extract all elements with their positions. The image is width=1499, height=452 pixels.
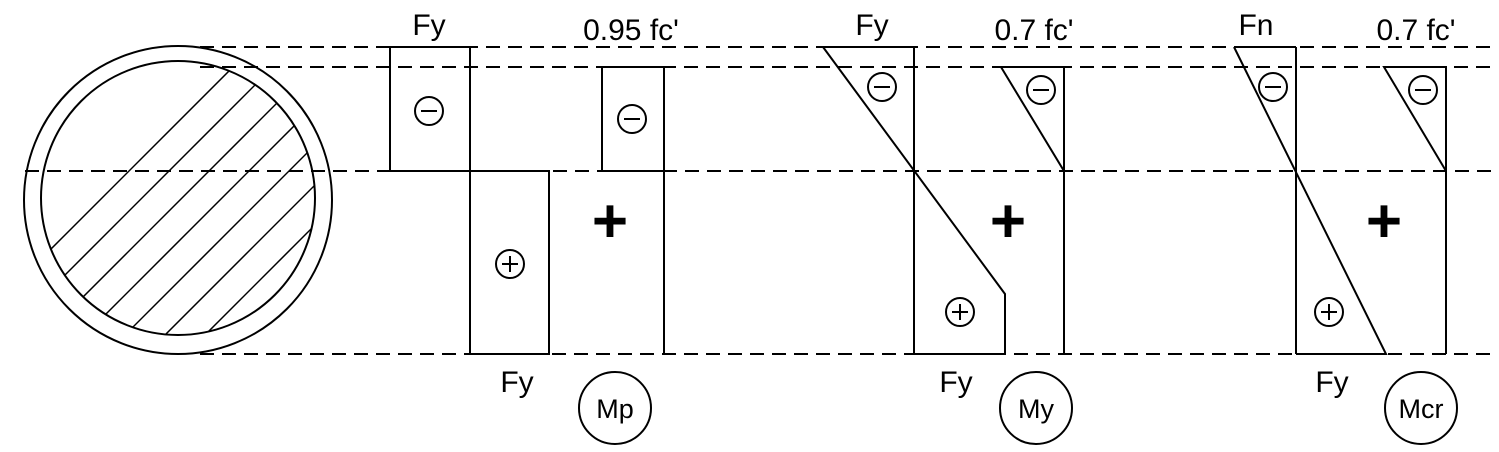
steel-compression-block [389,46,471,172]
cross-section [23,45,333,355]
concrete-stress-triangle [999,66,1065,175]
steel-tension-sign [495,249,525,279]
steel-bottom-label: Fy [939,366,972,399]
concrete-top-label: 0.7 fc' [994,14,1073,47]
steel-stress-profile [1233,46,1388,355]
moment-label-circle [578,371,652,445]
steel-top-label: Fn [1238,9,1273,42]
concrete-top-label: 0.7 fc' [1376,14,1455,47]
steel-compression-sign [1258,72,1288,102]
section-cracking: Fn 0.7 fc' Fy + Mcr [1233,9,1458,445]
concrete-core-hatching [41,61,315,335]
moment-label: Mp [596,394,634,424]
steel-bottom-label: Fy [1315,366,1348,399]
steel-stress-profile [822,46,1006,355]
steel-top-label: Fy [412,9,445,42]
steel-compression-sign [414,96,444,126]
steel-tube-outer [23,45,333,355]
concrete-compression-sign [1408,75,1438,105]
concrete-tension-plus: + [1366,187,1402,256]
concrete-compression-sign [1026,75,1056,105]
moment-label-circle [999,371,1073,445]
section-yield: Fy 0.7 fc' Fy + My [822,9,1074,445]
steel-bottom-label: Fy [500,366,533,399]
steel-compression-sign [867,72,897,102]
moment-label: My [1018,394,1054,424]
steel-tension-sign [1314,297,1344,327]
moment-label: Mcr [1399,394,1444,424]
concrete-stress-triangle [1382,66,1447,175]
concrete-tension-plus: + [592,187,628,256]
concrete-core [40,60,316,336]
steel-tension-block [469,170,550,355]
steel-top-label: Fy [855,9,888,42]
concrete-compression-sign [617,104,647,134]
section-plastic: Fy 0.95 fc' Fy + Mp [389,9,679,445]
steel-tension-sign [945,297,975,327]
concrete-top-label: 0.95 fc' [583,14,679,47]
reference-lines [25,46,1495,355]
concrete-tension-plus: + [990,187,1026,256]
moment-label-circle [1384,371,1458,445]
